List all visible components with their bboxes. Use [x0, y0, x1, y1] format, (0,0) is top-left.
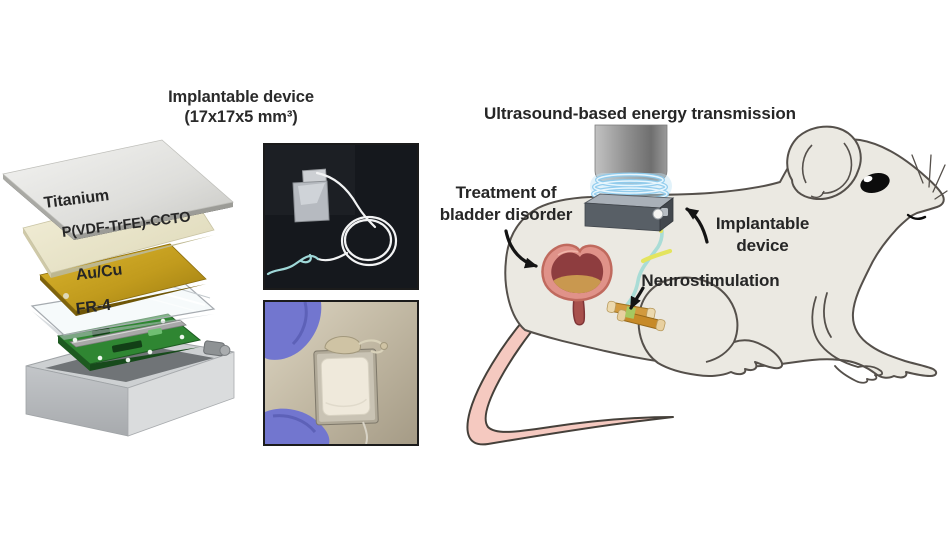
housing-connector-knob: [203, 340, 231, 357]
device-photos-title-line1: Implantable device: [168, 88, 314, 106]
device-photos-title: Implantable device (17x17x5 mm³): [148, 88, 334, 128]
neurostimulation-label: Neurostimulation: [641, 271, 780, 290]
device-connector: [324, 336, 388, 355]
ultrasound-waves: [590, 172, 672, 202]
treatment-label-line1: Treatment of: [455, 183, 557, 202]
glove-finger-top: [265, 302, 322, 360]
device-photo-coiled-wire: [263, 143, 419, 290]
rat-diagram-title: Ultrasound-based energy transmission: [484, 104, 796, 123]
lead-wire: [315, 171, 398, 267]
treatment-label-line2: bladder disorder: [439, 204, 573, 224]
bladder-organ: [541, 243, 613, 326]
wire-tip: [266, 253, 320, 276]
treatment-label: Treatment of bladder disorder: [420, 182, 592, 226]
device-wire-tail: [362, 421, 368, 444]
annotation-arrows: [504, 207, 709, 310]
titanium-layer: [2, 139, 234, 240]
rat-front-leg: [811, 292, 884, 384]
device-photos-title-line2: (17x17x5 mm³): [184, 107, 298, 126]
device-wire-connector: [652, 208, 664, 220]
neurostimulation-arrow: [629, 286, 645, 310]
device-photo-coiled-wire-art: [265, 145, 417, 288]
implantable-device-label-line2: device: [736, 235, 789, 255]
rat-tail: [466, 316, 674, 446]
gold-electrode-layer: [39, 243, 207, 316]
implantable-device-label: Implantable device: [690, 213, 835, 257]
device-housing: [25, 335, 235, 437]
rat-mouth: [906, 213, 927, 220]
rat-eye: [860, 172, 890, 194]
rat-hind-leg: [637, 276, 784, 377]
electrode-pair: [606, 300, 666, 332]
implanted-device-box: [583, 193, 675, 232]
rat-whiskers: [911, 154, 948, 200]
exploded-device-illustration: [2, 139, 235, 437]
treatment-arrow: [504, 229, 538, 269]
implantable-device-arrow: [685, 207, 709, 244]
glove-finger-bottom: [265, 408, 330, 444]
layer-label-fr4: FR-4: [74, 296, 112, 318]
implantable-device-label-line1: Implantable: [715, 214, 810, 233]
rat-diagram-illustration: [466, 124, 948, 446]
device-photo-in-hand: [263, 300, 419, 446]
device-photo-in-hand-art: [265, 302, 388, 444]
packaged-device: [292, 168, 330, 223]
held-device: [313, 348, 379, 426]
rat-ear: [786, 125, 862, 201]
